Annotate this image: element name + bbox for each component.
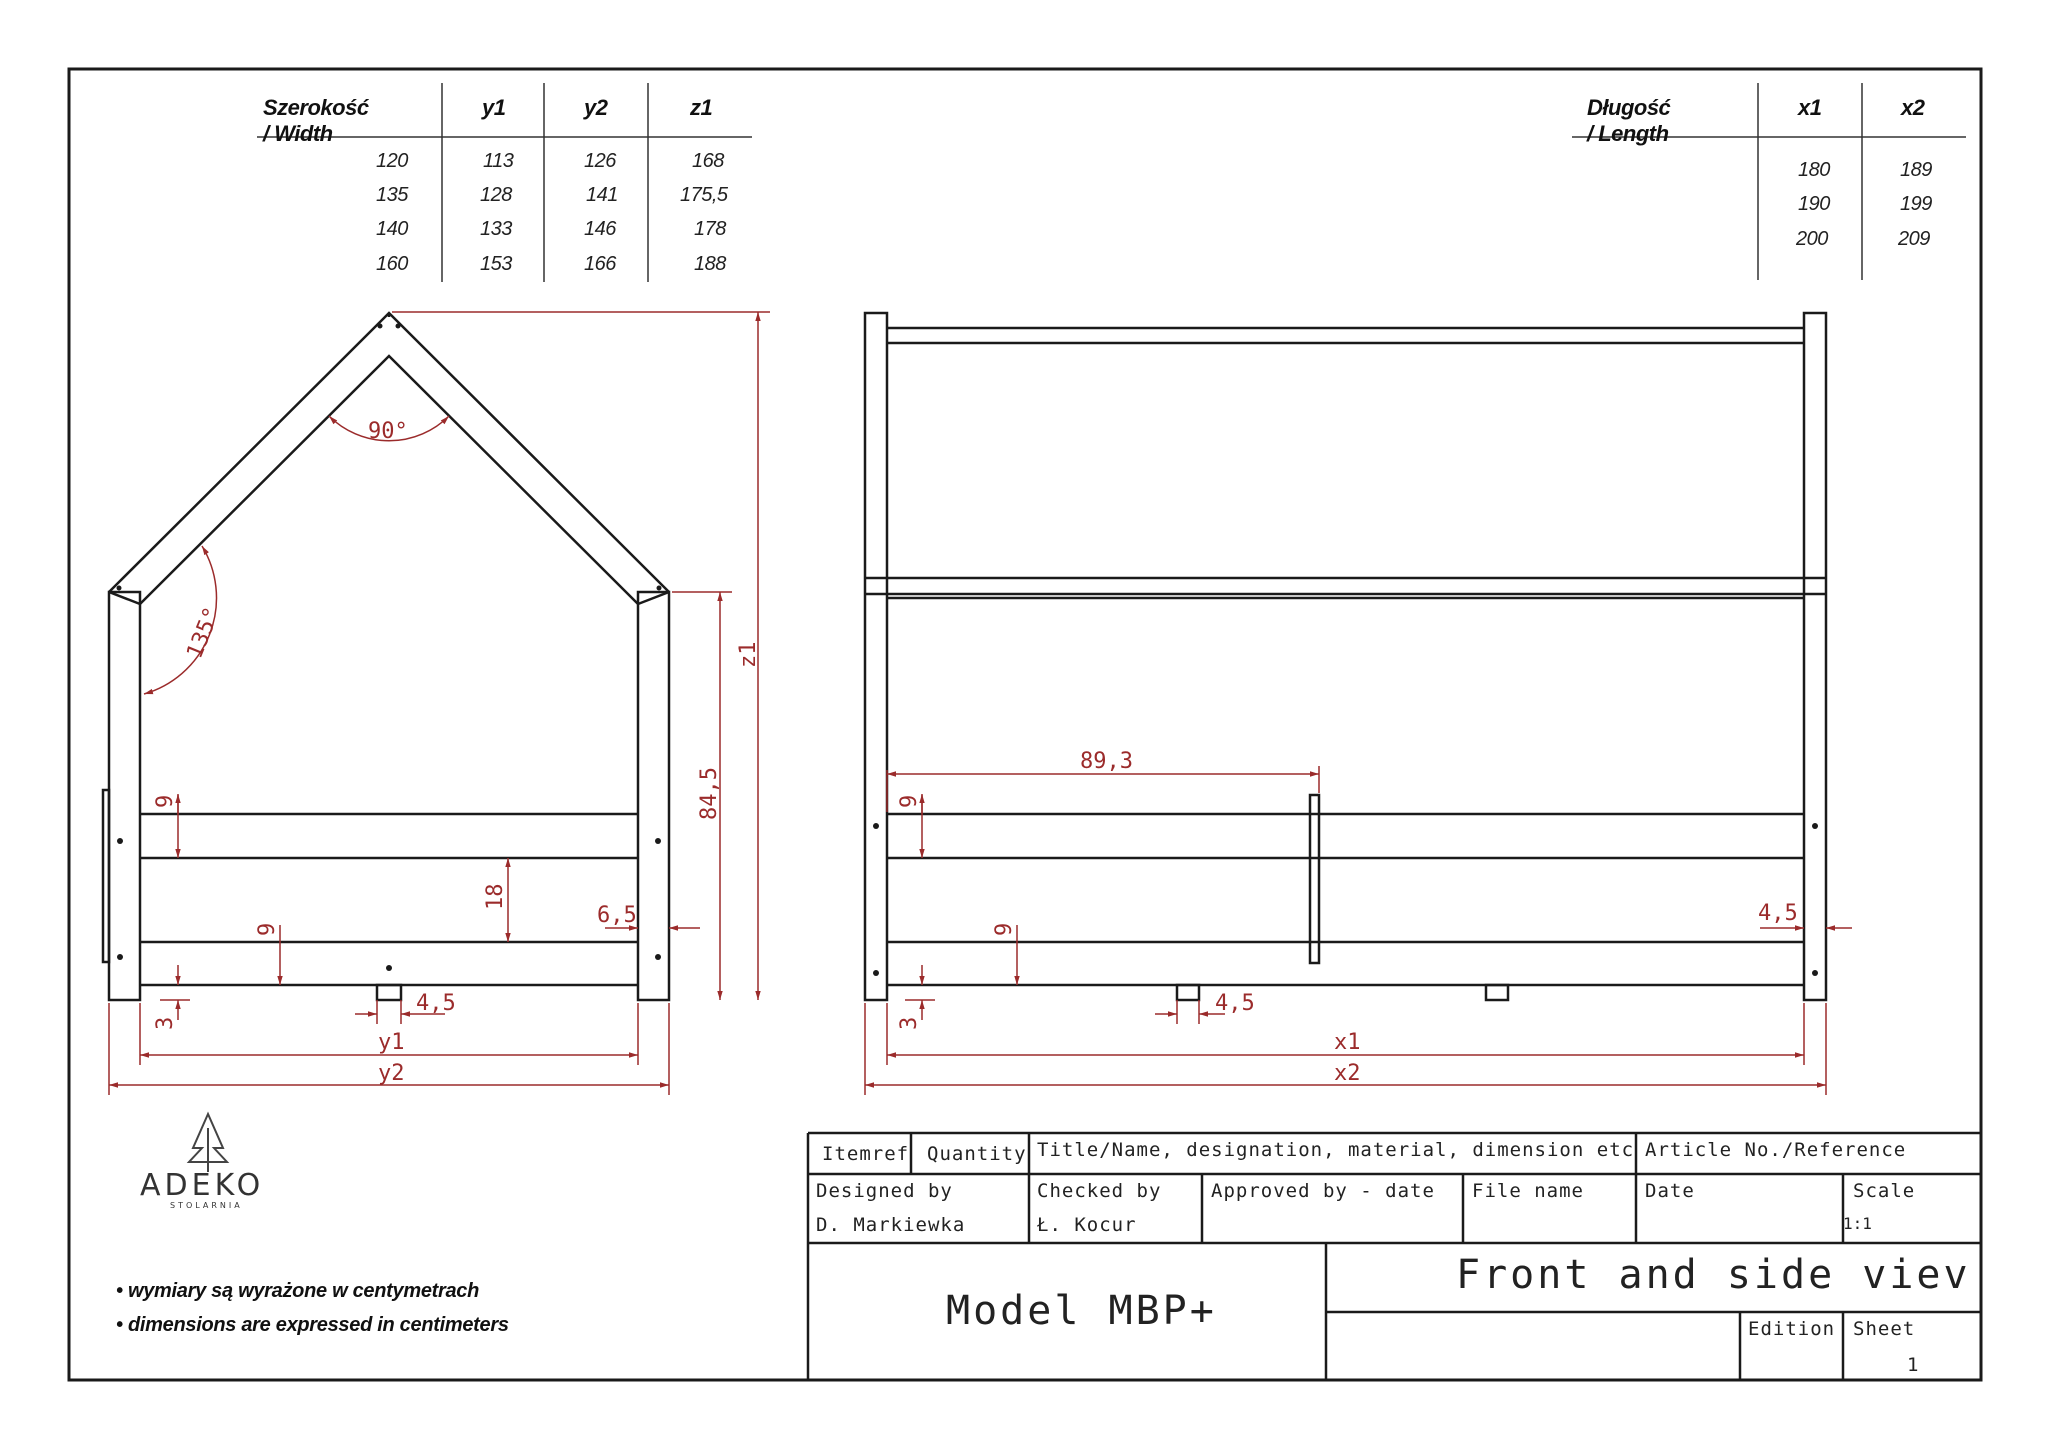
front-view-screws: [116, 323, 662, 971]
dim-side-3: 3: [897, 1017, 922, 1030]
table-cell: 175,5: [680, 184, 728, 206]
dim-side-9-top: 9: [897, 795, 922, 808]
table-cell: 199: [1900, 193, 1932, 215]
dim-front-3: 3: [153, 1017, 178, 1030]
dim-front-18: 18: [483, 884, 508, 911]
dim-front-6-5: 6,5: [597, 903, 637, 928]
table-cell: 126: [584, 150, 616, 172]
table-cell: 168: [692, 150, 724, 172]
dim-x2: x2: [1334, 1061, 1361, 1086]
note-english: • dimensions are expressed in centimeter…: [116, 1314, 509, 1336]
table-cell: 200: [1796, 228, 1828, 250]
designed-by-label: Designed by: [816, 1180, 953, 1202]
dim-eave-angle: 135°: [182, 604, 225, 662]
table-cell: 153: [480, 253, 512, 275]
table-cell: 133: [480, 218, 512, 240]
dim-y2: y2: [378, 1061, 405, 1086]
date-label: Date: [1645, 1180, 1695, 1202]
dim-front-4-5: 4,5: [416, 991, 456, 1016]
designed-by-value: D. Markiewka: [816, 1214, 966, 1236]
dim-side-4-5-leg: 4,5: [1215, 991, 1255, 1016]
dim-x1: x1: [1334, 1030, 1361, 1055]
note-english-text: dimensions are expressed in centimeters: [127, 1314, 509, 1336]
view-title: Front and side viev: [1456, 1252, 1971, 1298]
model-name: Model MBP+: [946, 1288, 1217, 1334]
itemref-label: Itemref: [822, 1143, 910, 1165]
scale-label: Scale: [1853, 1180, 1916, 1202]
title-block-grid: [806, 1131, 1981, 1380]
width-table-header-y2: y2: [584, 95, 608, 120]
dim-84-5: 84,5: [697, 767, 722, 820]
sheet-label: Sheet: [1853, 1318, 1916, 1340]
title-label: Title/Name, designation, material, dimen…: [1037, 1139, 1635, 1161]
sheet-value: 1: [1907, 1354, 1920, 1376]
width-table-header-width: Szerokość / Width: [263, 95, 369, 146]
logo-brand: ADEKO: [140, 1168, 265, 1203]
dim-roof-angle: 90°: [368, 419, 408, 444]
article-label: Article No./Reference: [1645, 1139, 1907, 1161]
length-table-header-x2: x2: [1901, 95, 1925, 120]
table-cell: 160: [376, 253, 408, 275]
length-table-header-length: Długość / Length: [1587, 95, 1671, 146]
table-cell: 189: [1900, 159, 1932, 181]
quantity-label: Quantity: [927, 1143, 1027, 1165]
table-cell: 188: [694, 253, 726, 275]
logo-subtitle: STOLARNIA: [170, 1201, 243, 1210]
width-table-grid: [257, 83, 752, 282]
dim-z1: z1: [736, 642, 761, 669]
length-table-grid: [1572, 83, 1966, 280]
table-cell: 128: [480, 184, 512, 206]
front-view-bed: [101, 311, 671, 1002]
dim-89-3: 89,3: [1080, 749, 1133, 774]
scale-value: 1:1: [1843, 1214, 1872, 1233]
table-cell: 209: [1898, 228, 1930, 250]
side-view-bed: [863, 311, 1828, 1002]
side-view-screws: [873, 823, 1818, 976]
table-cell: 180: [1798, 159, 1830, 181]
table-cell: 120: [376, 150, 408, 172]
table-cell: 141: [586, 184, 618, 206]
width-table-header-z1: z1: [690, 95, 713, 120]
checked-by-value: Ł. Kocur: [1037, 1214, 1137, 1236]
dim-front-9-mid: 9: [255, 923, 280, 936]
table-cell: 166: [584, 253, 616, 275]
width-table-header-y1: y1: [482, 95, 506, 120]
table-cell: 178: [694, 218, 726, 240]
dim-side-9-mid: 9: [992, 923, 1017, 936]
note-polish: • wymiary są wyrażone w centymetrach: [116, 1280, 480, 1302]
table-cell: 113: [483, 150, 514, 172]
note-polish-text: wymiary są wyrażone w centymetrach: [127, 1280, 480, 1302]
dimension-labels: 90° 135° z1 84,5 9 18 9 3 6,5 4,5 y1 y2 …: [153, 419, 1798, 1086]
side-view-dimensions: [864, 766, 1852, 1095]
table-cell: 135: [376, 184, 408, 206]
table-cell: 146: [584, 218, 616, 240]
edition-label: Edition: [1748, 1318, 1836, 1340]
approved-by-label: Approved by - date: [1211, 1180, 1435, 1202]
file-name-label: File name: [1472, 1180, 1584, 1202]
front-view-dimensions: [108, 311, 770, 1095]
checked-by-label: Checked by: [1037, 1180, 1162, 1202]
dim-front-9-top: 9: [153, 795, 178, 808]
dim-y1: y1: [378, 1030, 405, 1055]
table-cell: 190: [1798, 193, 1830, 215]
length-table-header-x1: x1: [1798, 95, 1822, 120]
table-cell: 140: [376, 218, 408, 240]
dim-side-4-5-right: 4,5: [1758, 901, 1798, 926]
tree-icon: [186, 1111, 230, 1172]
sheet-border: [67, 67, 1983, 1382]
